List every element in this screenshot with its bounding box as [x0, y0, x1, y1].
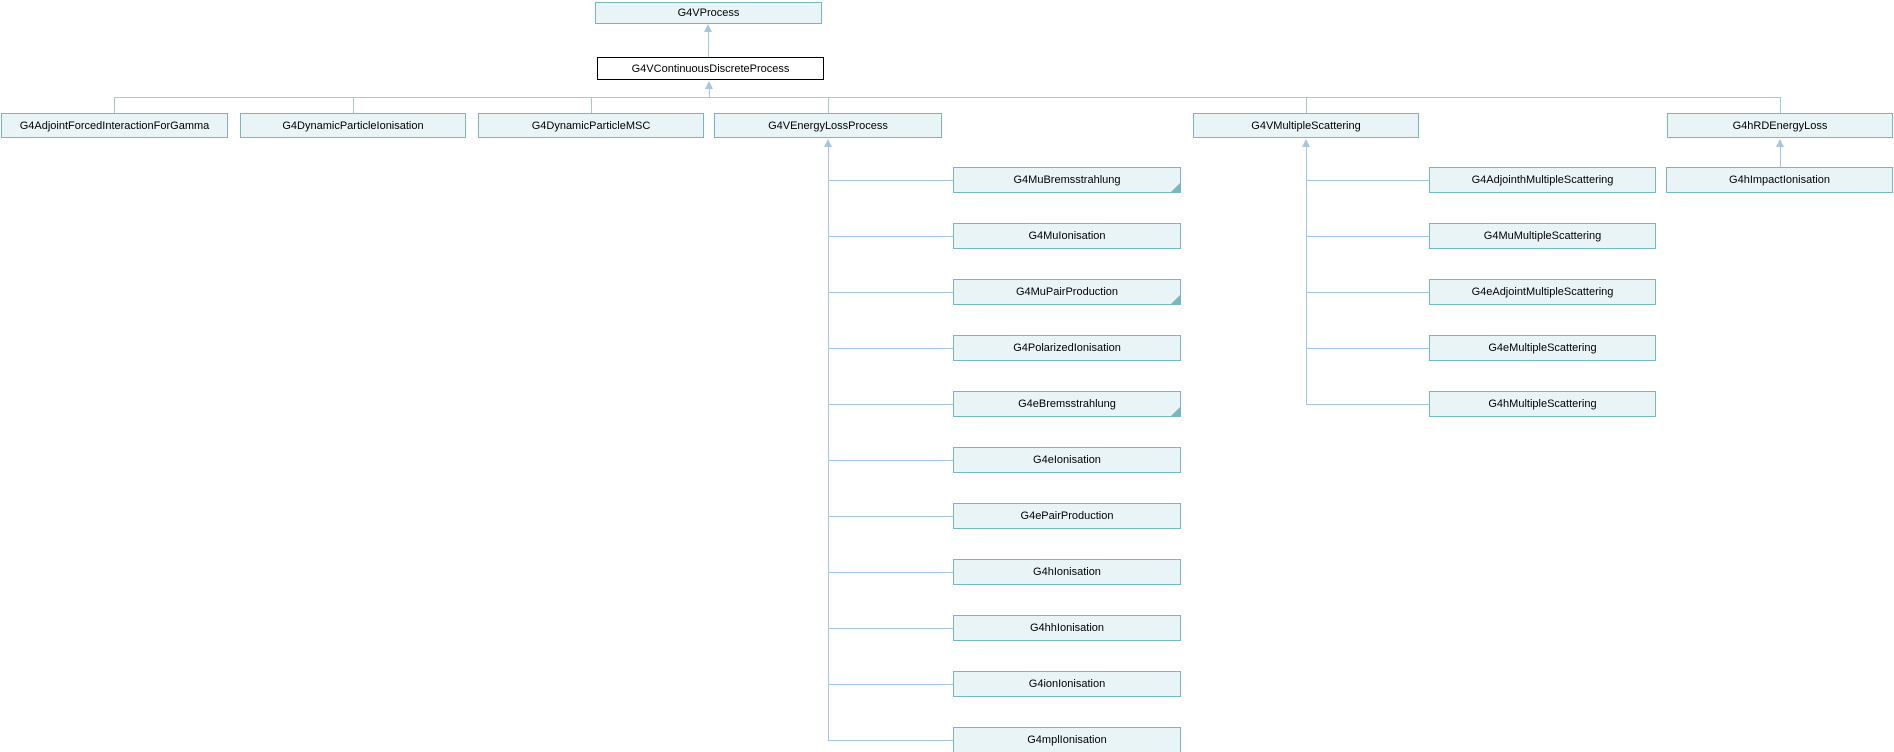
- edge-line: [709, 88, 710, 97]
- class-node-g4ebremsstrahlung[interactable]: G4eBremsstrahlung: [953, 391, 1181, 417]
- class-node-label: G4ePairProduction: [1020, 510, 1114, 522]
- class-node-g4mubremsstrahlung[interactable]: G4MuBremsstrahlung: [953, 167, 1181, 193]
- edge-branch-line: [828, 180, 953, 181]
- class-node-label: G4DynamicParticleIonisation: [282, 119, 424, 132]
- class-node-g4vcontinuousdiscreteprocess-current: G4VContinuousDiscreteProcess: [597, 57, 824, 80]
- edge-trunk-line: [828, 147, 829, 740]
- class-node-label: G4DynamicParticleMSC: [531, 119, 651, 132]
- edge-stub: [114, 97, 115, 113]
- class-node-label: G4hImpactIonisation: [1729, 174, 1830, 186]
- class-node-g4emultiplescattering[interactable]: G4eMultipleScattering: [1429, 335, 1656, 361]
- class-node-label: G4VContinuousDiscreteProcess: [631, 62, 790, 75]
- class-node-g4himpactionisation[interactable]: G4hImpactIonisation: [1666, 167, 1893, 193]
- edge-branch-line: [1306, 292, 1429, 293]
- edge-trunk-line: [1306, 147, 1307, 404]
- class-node-g4muionisation[interactable]: G4MuIonisation: [953, 223, 1181, 249]
- class-node-label: G4PolarizedIonisation: [1013, 342, 1121, 354]
- class-node-g4mumultiplescattering[interactable]: G4MuMultipleScattering: [1429, 223, 1656, 249]
- class-node-label: G4hMultipleScattering: [1488, 398, 1597, 410]
- inheritance-arrow-up: [705, 81, 713, 89]
- edge-branch-line: [828, 684, 953, 685]
- class-node-g4eionisation[interactable]: G4eIonisation: [953, 447, 1181, 473]
- edge-branch-line: [1306, 404, 1429, 405]
- edge-branch-line: [828, 740, 953, 741]
- edge-branch-line: [828, 628, 953, 629]
- class-node-g4venergylossprocess[interactable]: G4VEnergyLossProcess: [714, 113, 942, 138]
- class-node-label: G4eMultipleScattering: [1488, 342, 1597, 354]
- class-node-g4adjointforcedinteractionforgamma[interactable]: G4AdjointForcedInteractionForGamma: [1, 113, 228, 138]
- class-node-label: G4MuIonisation: [1028, 230, 1106, 242]
- class-node-g4eadjointmultiplescattering[interactable]: G4eAdjointMultipleScattering: [1429, 279, 1656, 305]
- class-node-label: G4AdjointhMultipleScattering: [1471, 174, 1614, 186]
- edge-stub: [591, 97, 592, 113]
- edge-branch-line: [828, 404, 953, 405]
- class-node-g4epairproduction[interactable]: G4ePairProduction: [953, 503, 1181, 529]
- class-node-g4hionisation[interactable]: G4hIonisation: [953, 559, 1181, 585]
- edge-branch-line: [1306, 180, 1429, 181]
- class-node-label: G4hRDEnergyLoss: [1732, 119, 1828, 132]
- class-node-g4ionionisation[interactable]: G4ionIonisation: [953, 671, 1181, 697]
- edge-bus-line: [114, 97, 1781, 98]
- class-node-label: G4VMultipleScattering: [1251, 119, 1361, 132]
- class-node-label: G4eAdjointMultipleScattering: [1471, 286, 1614, 298]
- edge-branch-line: [828, 572, 953, 573]
- edge-branch-line: [828, 516, 953, 517]
- class-node-label: G4VEnergyLossProcess: [768, 119, 888, 132]
- inheritance-arrow-up: [1776, 139, 1784, 147]
- inheritance-arrow-up: [1302, 139, 1310, 147]
- edge-branch-line: [1306, 236, 1429, 237]
- class-node-label: G4mplIonisation: [1027, 734, 1107, 746]
- class-node-g4mplionisation[interactable]: G4mplIonisation: [953, 727, 1181, 752]
- class-node-label: G4hhIonisation: [1030, 622, 1104, 634]
- class-node-g4vprocess[interactable]: G4VProcess: [595, 2, 822, 24]
- class-node-g4dynamicparticleionisation[interactable]: G4DynamicParticleIonisation: [240, 113, 466, 138]
- class-node-label: G4eBremsstrahlung: [1018, 398, 1116, 410]
- edge-line: [1780, 147, 1781, 167]
- has-subclasses-fold-marker: [1171, 183, 1180, 192]
- class-node-label: G4hIonisation: [1033, 566, 1101, 578]
- edge-branch-line: [1306, 348, 1429, 349]
- edge-stub: [828, 97, 829, 113]
- class-node-g4hhionisation[interactable]: G4hhIonisation: [953, 615, 1181, 641]
- class-node-label: G4AdjointForcedInteractionForGamma: [19, 119, 210, 132]
- edge-line: [708, 31, 709, 57]
- edge-stub: [1306, 97, 1307, 113]
- edge-stub: [1780, 97, 1781, 113]
- class-node-g4adjointhmultiplescattering[interactable]: G4AdjointhMultipleScattering: [1429, 167, 1656, 193]
- class-node-label: G4VProcess: [677, 7, 740, 19]
- class-node-g4polarizedionisation[interactable]: G4PolarizedIonisation: [953, 335, 1181, 361]
- class-node-g4hrdenergyloss[interactable]: G4hRDEnergyLoss: [1667, 113, 1893, 138]
- class-node-g4dynamicparticlemsc[interactable]: G4DynamicParticleMSC: [478, 113, 704, 138]
- class-node-label: G4ionIonisation: [1028, 678, 1106, 690]
- edge-branch-line: [828, 348, 953, 349]
- class-node-label: G4MuMultipleScattering: [1483, 230, 1602, 242]
- edge-stub: [353, 97, 354, 113]
- class-node-label: G4eIonisation: [1033, 454, 1101, 466]
- inheritance-arrow-up: [824, 139, 832, 147]
- class-node-g4vmultiplescattering[interactable]: G4VMultipleScattering: [1193, 113, 1419, 138]
- edge-branch-line: [828, 292, 953, 293]
- class-node-g4hmultiplescattering[interactable]: G4hMultipleScattering: [1429, 391, 1656, 417]
- edge-branch-line: [828, 236, 953, 237]
- edge-branch-line: [828, 460, 953, 461]
- has-subclasses-fold-marker: [1171, 407, 1180, 416]
- class-node-label: G4MuPairProduction: [1015, 286, 1119, 298]
- class-node-label: G4MuBremsstrahlung: [1013, 174, 1121, 186]
- inheritance-arrow-up: [704, 24, 712, 32]
- class-node-g4mupairproduction[interactable]: G4MuPairProduction: [953, 279, 1181, 305]
- has-subclasses-fold-marker: [1171, 295, 1180, 304]
